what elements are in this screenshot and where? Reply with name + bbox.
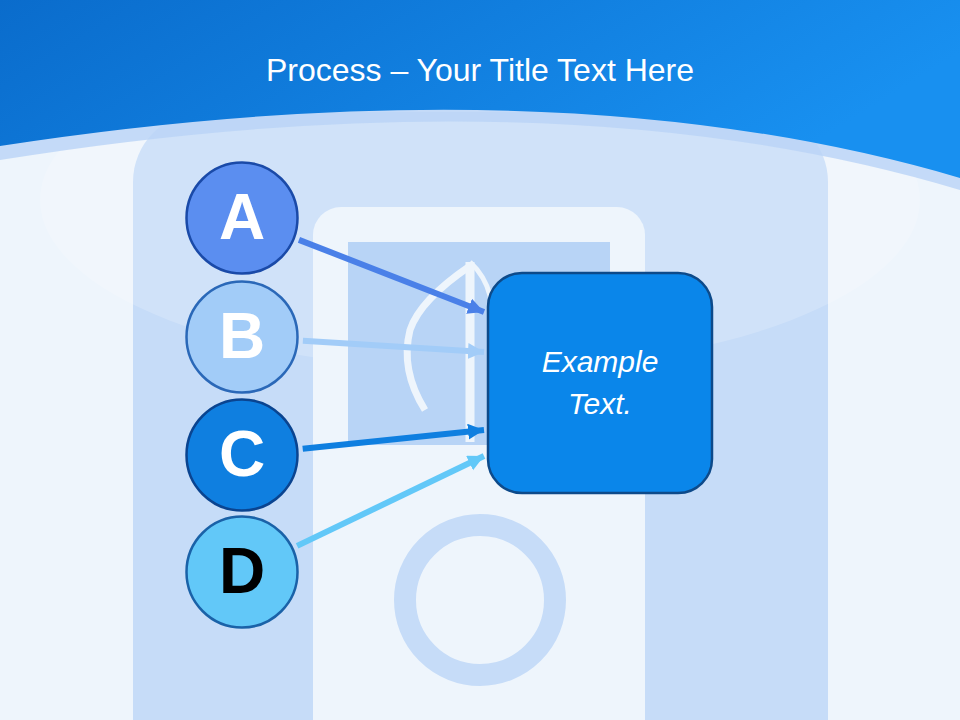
step-circle: D — [185, 515, 299, 629]
step-letter: C — [219, 410, 265, 500]
step-circle: C — [185, 398, 299, 512]
process-box: Example Text. — [487, 272, 713, 494]
step-letter: B — [219, 292, 265, 382]
step-letter: D — [219, 527, 265, 617]
flow-arrow — [303, 430, 484, 449]
step-letter: A — [219, 173, 265, 263]
step-circle: A — [185, 161, 299, 275]
box-text: Example Text. — [511, 341, 689, 425]
slide-title: Process – Your Title Text Here — [0, 52, 960, 89]
flow-arrow — [297, 456, 484, 546]
step-circle: B — [185, 280, 299, 394]
flow-arrow — [299, 240, 484, 312]
node-outline — [487, 272, 713, 494]
flow-arrow — [303, 341, 484, 352]
